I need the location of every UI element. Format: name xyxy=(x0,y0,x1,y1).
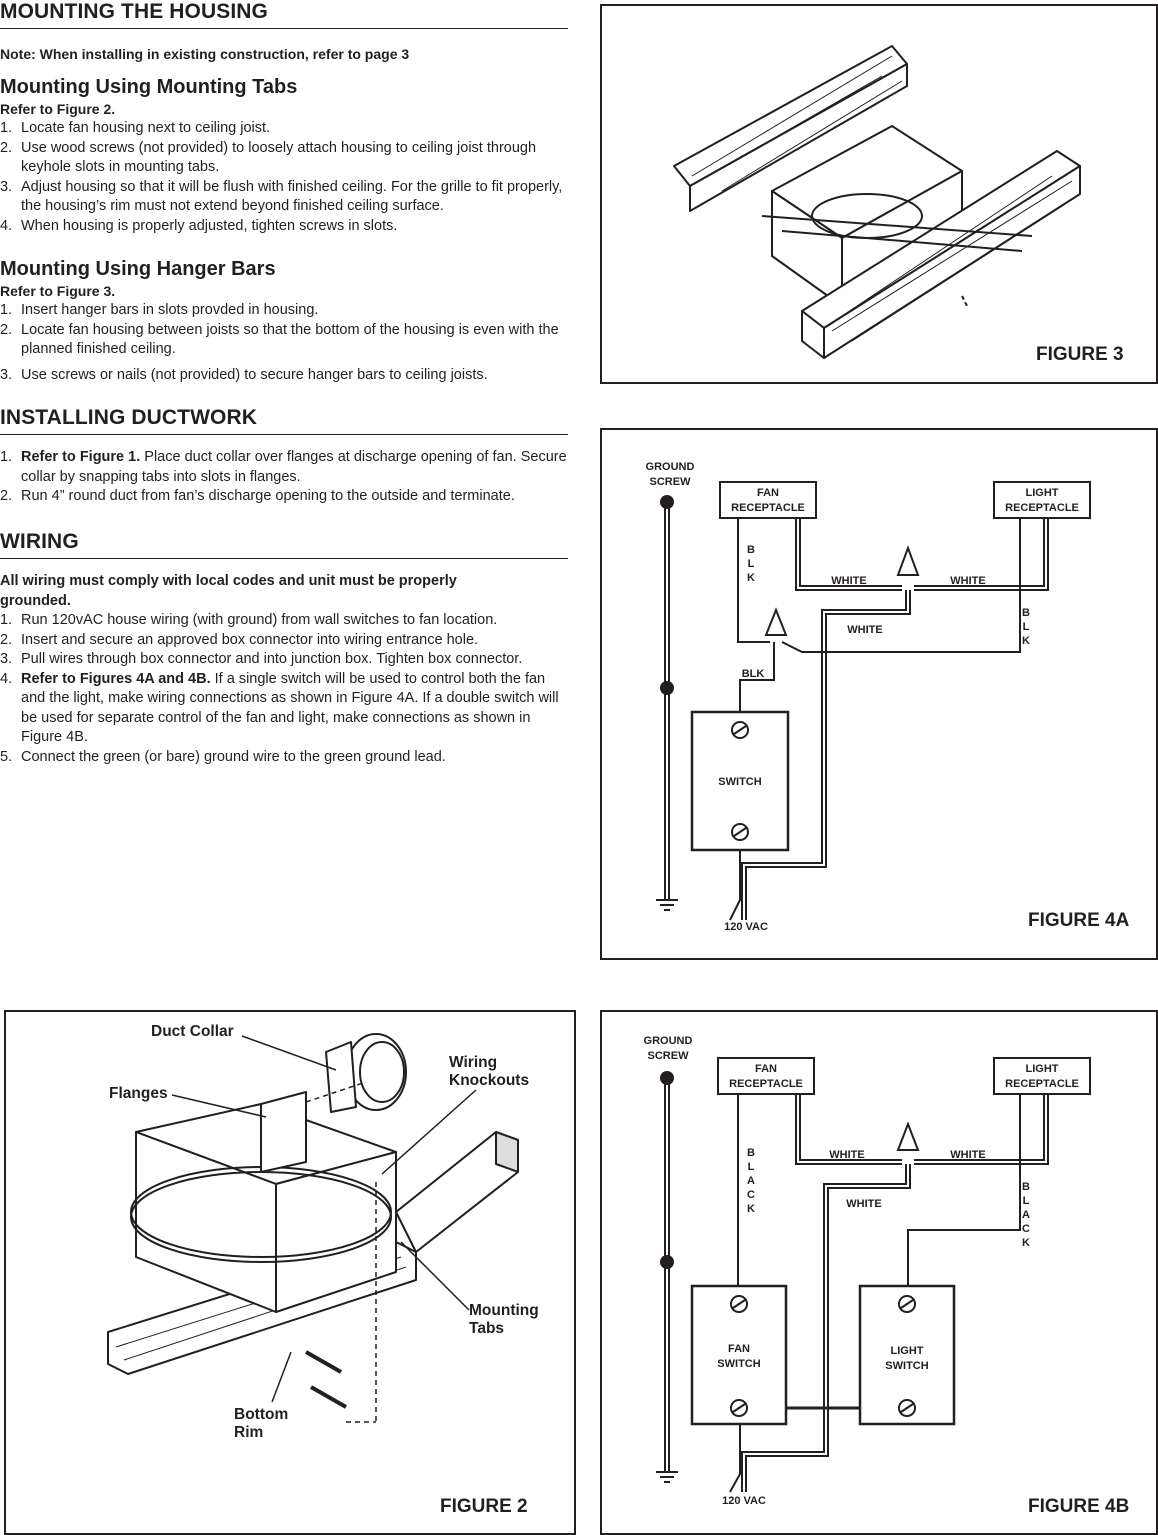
svg-text:A: A xyxy=(747,1175,755,1187)
wire-nut xyxy=(896,1121,920,1151)
ductwork-section: 1.Refer to Figure 1. Place duct collar o… xyxy=(0,448,568,507)
mounting-tabs-ref: Refer to Figure 2. xyxy=(0,101,116,117)
svg-text:FAN: FAN xyxy=(728,1343,750,1355)
svg-text:WHITE: WHITE xyxy=(847,624,882,636)
svg-text:LIGHT: LIGHT xyxy=(891,1345,924,1357)
figure-3-box: FIGURE 3 xyxy=(600,4,1158,384)
figure-2-label: FIGURE 2 xyxy=(440,1496,528,1517)
double-switch-wiring-diagram: GROUND SCREW FAN RECEPTACLE LIGHT RECEPT… xyxy=(644,1035,1091,1507)
wiring-section: All wiring must comply with local codes … xyxy=(0,572,568,767)
svg-text:GROUND: GROUND xyxy=(646,461,695,473)
svg-text:B: B xyxy=(1022,1181,1030,1193)
list-item: 5.Connect the green (or bare) ground wir… xyxy=(0,748,446,765)
fan-receptacle xyxy=(717,1057,815,1095)
svg-text:Rim: Rim xyxy=(234,1424,263,1441)
svg-text:Mounting: Mounting xyxy=(469,1302,539,1319)
svg-text:WHITE: WHITE xyxy=(831,575,866,587)
svg-text:Bottom: Bottom xyxy=(234,1406,288,1423)
svg-text:RECEPTACLE: RECEPTACLE xyxy=(729,1078,803,1090)
svg-text:B: B xyxy=(747,1147,755,1159)
svg-text:K: K xyxy=(747,572,755,584)
hanger-bars-section: Mounting Using Hanger Bars Refer to Figu… xyxy=(0,258,568,385)
mounting-tabs-heading: Mounting Using Mounting Tabs xyxy=(0,76,298,98)
figure-3-label: FIGURE 3 xyxy=(1036,344,1124,365)
svg-text:SCREW: SCREW xyxy=(650,476,692,488)
svg-text:SWITCH: SWITCH xyxy=(718,776,761,788)
svg-text:C: C xyxy=(747,1189,755,1201)
svg-text:SCREW: SCREW xyxy=(648,1050,690,1062)
svg-text:Tabs: Tabs xyxy=(469,1320,504,1337)
svg-text:WHITE: WHITE xyxy=(829,1149,864,1161)
svg-text:GROUND: GROUND xyxy=(644,1035,693,1047)
svg-text:120 VAC: 120 VAC xyxy=(724,921,768,933)
wire-nut xyxy=(896,545,920,576)
svg-text:WHITE: WHITE xyxy=(950,575,985,587)
wiring-intro: All wiring must comply with local codes … xyxy=(0,573,457,609)
hanger-bars-heading: Mounting Using Hanger Bars xyxy=(0,258,276,280)
wiring-heading: WIRING xyxy=(0,530,568,559)
light-receptacle xyxy=(993,1057,1091,1095)
hanger-bars-ref: Refer to Figure 3. xyxy=(0,283,116,299)
svg-text:K: K xyxy=(1022,1237,1030,1249)
figure-4b-box: GROUND SCREW FAN RECEPTACLE LIGHT RECEPT… xyxy=(600,1010,1158,1535)
list-item: 4.When housing is properly adjusted, tig… xyxy=(0,217,398,234)
svg-text:RECEPTACLE: RECEPTACLE xyxy=(731,502,805,514)
svg-text:RECEPTACLE: RECEPTACLE xyxy=(1005,502,1079,514)
svg-text:BLK: BLK xyxy=(742,668,765,680)
mounting-tabs-section: Mounting Using Mounting Tabs Refer to Fi… xyxy=(0,76,568,236)
svg-text:LIGHT: LIGHT xyxy=(1026,487,1059,499)
figure-4a-box: GROUND SCREW FAN RECEPTACLE LIGHT RECEPT… xyxy=(600,428,1158,960)
svg-text:WHITE: WHITE xyxy=(846,1198,881,1210)
svg-text:FAN: FAN xyxy=(755,1063,777,1075)
svg-text:120 VAC: 120 VAC xyxy=(722,1495,766,1507)
list-item: 1.Insert hanger bars in slots provded in… xyxy=(0,302,319,318)
svg-text:SWITCH: SWITCH xyxy=(717,1358,760,1370)
svg-text:B: B xyxy=(1022,607,1030,619)
svg-text:K: K xyxy=(747,1203,755,1215)
svg-text:L: L xyxy=(748,1161,755,1173)
svg-text:LIGHT: LIGHT xyxy=(1026,1063,1059,1075)
list-item: 1.Refer to Figure 1. Place duct collar o… xyxy=(0,449,567,485)
svg-text:RECEPTACLE: RECEPTACLE xyxy=(1005,1078,1079,1090)
svg-text:A: A xyxy=(1022,1209,1030,1221)
figure-2-box: Duct Collar Flanges Wiring Knockouts Mou… xyxy=(4,1010,576,1535)
list-item: 4.Refer to Figures 4A and 4B. If a singl… xyxy=(0,670,559,746)
svg-text:Wiring: Wiring xyxy=(449,1054,497,1071)
figure-4b-label: FIGURE 4B xyxy=(1028,1496,1130,1517)
svg-text:L: L xyxy=(748,558,755,570)
list-item: 3.Use screws or nails (not provided) to … xyxy=(0,366,488,383)
svg-text:Duct Collar: Duct Collar xyxy=(151,1023,234,1040)
list-item: 2.Use wood screws (not provided) to loos… xyxy=(0,139,537,176)
svg-text:K: K xyxy=(1022,635,1030,647)
list-item: 3.Adjust housing so that it will be flus… xyxy=(0,178,563,215)
svg-text:L: L xyxy=(1023,1195,1030,1207)
svg-text:B: B xyxy=(747,544,755,556)
single-switch-wiring-diagram: GROUND SCREW FAN RECEPTACLE LIGHT RECEPT… xyxy=(646,461,1091,933)
svg-text:Flanges: Flanges xyxy=(109,1085,168,1102)
list-item: 2.Locate fan housing between joists so t… xyxy=(0,321,559,358)
svg-text:FAN: FAN xyxy=(757,487,779,499)
list-item: 2.Insert and secure an approved box conn… xyxy=(0,631,479,648)
figure-4a-label: FIGURE 4A xyxy=(1028,910,1130,931)
svg-text:C: C xyxy=(1022,1223,1030,1235)
ground-screw-dot xyxy=(660,495,674,509)
wire-nut xyxy=(764,607,788,636)
list-item: 1.Run 120vAC house wiring (with ground) … xyxy=(0,612,498,628)
housing-exploded-illustration: Duct Collar Flanges Wiring Knockouts Mou… xyxy=(107,1023,539,1441)
list-item: 3.Pull wires through box connector and i… xyxy=(0,651,523,667)
mounting-heading: MOUNTING THE HOUSING xyxy=(0,0,568,29)
fan-receptacle xyxy=(719,481,817,519)
hanger-bar-illustration xyxy=(673,45,1081,359)
existing-construction-note: Note: When installing in existing constr… xyxy=(0,46,410,62)
ductwork-heading: INSTALLING DUCTWORK xyxy=(0,406,568,435)
list-item: 2.Run 4” round duct from fan’s discharge… xyxy=(0,488,515,504)
svg-text:L: L xyxy=(1023,621,1030,633)
svg-text:SWITCH: SWITCH xyxy=(885,1360,928,1372)
light-receptacle xyxy=(993,481,1091,519)
svg-text:WHITE: WHITE xyxy=(950,1149,985,1161)
svg-text:Knockouts: Knockouts xyxy=(449,1072,529,1089)
list-item: 1.Locate fan housing next to ceiling joi… xyxy=(0,120,271,136)
